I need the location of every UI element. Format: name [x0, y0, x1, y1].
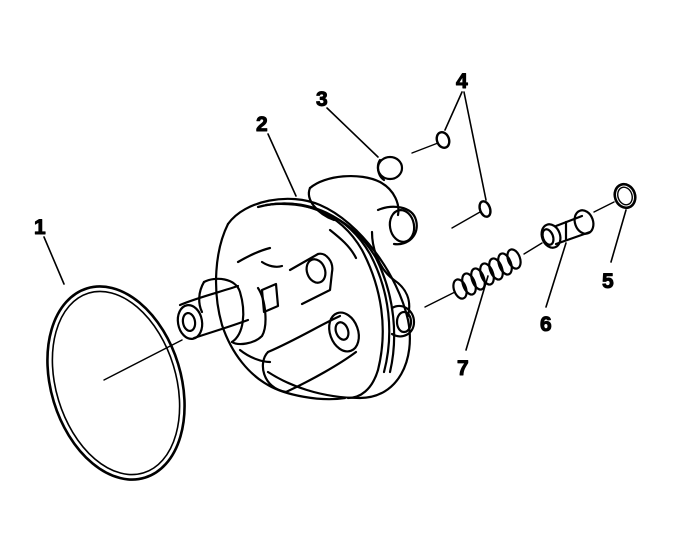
- part-snap-ring: [613, 182, 637, 210]
- callout-6: 6: [540, 313, 552, 336]
- part-spring: [452, 248, 522, 300]
- assembly-axis-lines: [103, 142, 615, 381]
- callout-4: 4: [456, 70, 468, 93]
- part-o-ring-seal: [46, 285, 186, 481]
- part-seal-rings: [435, 131, 492, 218]
- leader-lines: [43, 91, 627, 351]
- part-plug: [376, 155, 404, 182]
- callout-7: 7: [457, 357, 469, 380]
- callout-5: 5: [602, 270, 614, 293]
- callout-2: 2: [256, 113, 268, 136]
- callout-1: 1: [34, 216, 46, 239]
- callout-3: 3: [316, 88, 328, 111]
- part-pump-housing: [176, 175, 418, 401]
- part-valve-plunger: [540, 209, 595, 249]
